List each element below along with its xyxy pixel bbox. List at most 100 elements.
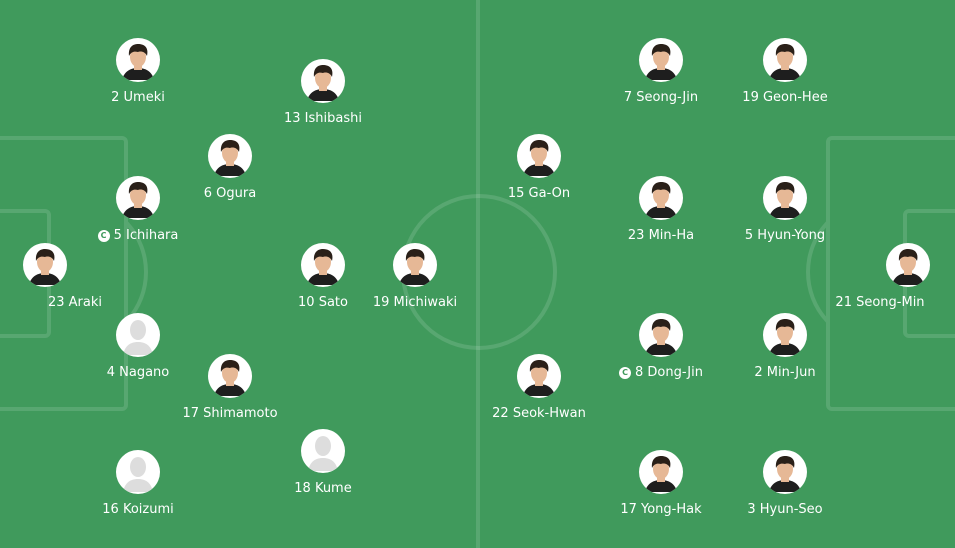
home-player[interactable]: 23 Araki <box>0 243 150 313</box>
home-player[interactable]: 10 Sato <box>248 243 398 313</box>
away-player[interactable]: 19 Geon-Hee <box>710 38 860 108</box>
player-photo <box>523 140 555 176</box>
player-name[interactable]: 22 Seok-Hwan <box>492 406 586 422</box>
home-player[interactable]: 4 Nagano <box>63 313 213 383</box>
player-label: 2 Min-Jun <box>754 365 816 380</box>
player-label: 13 Ishibashi <box>284 111 362 126</box>
player-avatar[interactable] <box>208 354 252 398</box>
player-name[interactable]: 23 Araki <box>48 295 102 311</box>
player-label: 21 Seong-Min <box>835 295 925 310</box>
player-avatar[interactable] <box>116 176 160 220</box>
player-photo <box>769 456 801 492</box>
player-photo <box>122 182 154 218</box>
player-name[interactable]: 21 Seong-Min <box>835 295 924 311</box>
player-name[interactable]: 18 Kume <box>294 481 351 497</box>
captain-badge-icon: C <box>97 230 110 242</box>
player-avatar[interactable] <box>763 176 807 220</box>
player-label: 6 Ogura <box>203 186 257 201</box>
player-avatar[interactable] <box>208 134 252 178</box>
away-player[interactable]: 15 Ga-On <box>464 134 614 204</box>
player-avatar[interactable] <box>116 450 160 494</box>
away-player[interactable]: 17 Yong-Hak <box>586 450 736 520</box>
player-name[interactable]: 16 Koizumi <box>102 502 173 518</box>
player-label: 5 Ichihara <box>113 228 179 243</box>
player-name[interactable]: 3 Hyun-Seo <box>747 502 822 518</box>
player-photo <box>307 249 339 285</box>
player-photo <box>645 182 677 218</box>
player-photo <box>769 44 801 80</box>
player-name[interactable]: 23 Min-Ha <box>628 228 694 244</box>
player-name[interactable]: 17 Shimamoto <box>182 406 277 422</box>
player-avatar[interactable] <box>301 59 345 103</box>
player-avatar[interactable] <box>763 38 807 82</box>
player-label: 2 Umeki <box>111 90 165 105</box>
player-label: 23 Min-Ha <box>627 228 695 243</box>
player-avatar[interactable] <box>116 313 160 357</box>
away-player[interactable]: 5 Hyun-Yong <box>710 176 860 246</box>
player-label: 4 Nagano <box>106 365 170 380</box>
player-photo <box>214 140 246 176</box>
penalty-box-left <box>0 136 128 411</box>
home-player[interactable]: 2 Umeki <box>63 38 213 108</box>
player-name[interactable]: 7 Seong-Jin <box>624 90 698 106</box>
home-player[interactable]: 18 Kume <box>248 429 398 499</box>
player-label: 19 Michiwaki <box>372 295 458 310</box>
player-photo <box>399 249 431 285</box>
home-player[interactable]: 16 Koizumi <box>63 450 213 520</box>
player-photo <box>645 319 677 355</box>
player-label: 10 Sato <box>298 295 348 310</box>
player-avatar[interactable] <box>639 450 683 494</box>
player-avatar[interactable] <box>517 354 561 398</box>
player-label: 16 Koizumi <box>102 502 174 517</box>
player-photo <box>769 182 801 218</box>
player-photo <box>769 319 801 355</box>
player-name[interactable]: 19 Geon-Hee <box>742 90 827 106</box>
captain-badge-icon: C <box>619 367 632 379</box>
home-player[interactable]: 19 Michiwaki <box>340 243 490 313</box>
player-name[interactable]: 5 Hyun-Yong <box>745 228 825 244</box>
away-player[interactable]: 23 Min-Ha <box>586 176 736 246</box>
player-label: 18 Kume <box>294 481 352 496</box>
player-name[interactable]: 6 Ogura <box>204 186 256 202</box>
player-avatar[interactable] <box>301 429 345 473</box>
player-avatar[interactable] <box>393 243 437 287</box>
player-photo <box>122 44 154 80</box>
away-player[interactable]: 22 Seok-Hwan <box>464 354 614 424</box>
penalty-box-right <box>826 136 955 411</box>
player-name[interactable]: 13 Ishibashi <box>284 111 362 127</box>
player-name[interactable]: 2 Min-Jun <box>754 365 815 381</box>
player-avatar[interactable] <box>886 243 930 287</box>
player-avatar[interactable] <box>763 313 807 357</box>
player-avatar[interactable] <box>116 38 160 82</box>
player-label: 5 Hyun-Yong <box>744 228 826 243</box>
player-name[interactable]: 10 Sato <box>298 295 348 311</box>
player-label: 19 Geon-Hee <box>742 90 828 105</box>
away-player[interactable]: 21 Seong-Min <box>805 243 955 313</box>
player-name[interactable]: 19 Michiwaki <box>373 295 457 311</box>
player-photo <box>29 249 61 285</box>
player-avatar[interactable] <box>301 243 345 287</box>
player-avatar[interactable] <box>517 134 561 178</box>
player-avatar[interactable] <box>763 450 807 494</box>
player-avatar[interactable] <box>639 38 683 82</box>
away-player[interactable]: 3 Hyun-Seo <box>710 450 860 520</box>
player-label: 22 Seok-Hwan <box>492 406 586 421</box>
player-label: 7 Seong-Jin <box>623 90 699 105</box>
player-avatar[interactable] <box>23 243 67 287</box>
player-name[interactable]: 2 Umeki <box>111 90 165 106</box>
home-player[interactable]: 17 Shimamoto <box>155 354 305 424</box>
player-avatar[interactable] <box>639 176 683 220</box>
away-player[interactable]: 7 Seong-Jin <box>586 38 736 108</box>
home-player[interactable]: 6 Ogura <box>155 134 305 204</box>
player-name[interactable]: 15 Ga-On <box>508 186 570 202</box>
away-player[interactable]: 2 Min-Jun <box>710 313 860 383</box>
player-name[interactable]: 17 Yong-Hak <box>620 502 701 518</box>
player-avatar[interactable] <box>639 313 683 357</box>
home-player[interactable]: 13 Ishibashi <box>248 59 398 129</box>
player-name[interactable]: 4 Nagano <box>107 365 170 381</box>
